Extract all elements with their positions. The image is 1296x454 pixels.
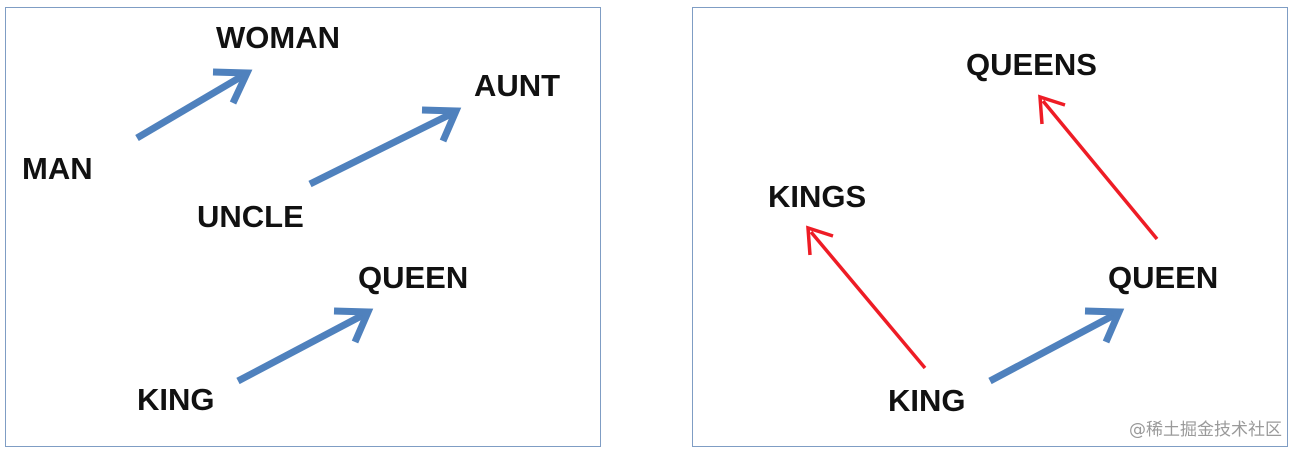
word-queen-left: QUEEN bbox=[358, 260, 469, 295]
word-queen-right: QUEEN bbox=[1108, 260, 1219, 295]
word-king-right: KING bbox=[888, 383, 966, 418]
word-queens: QUEENS bbox=[966, 47, 1097, 82]
word-woman: WOMAN bbox=[216, 20, 340, 55]
word-kings: KINGS bbox=[768, 179, 867, 214]
arrow-uncle-to-aunt bbox=[308, 106, 462, 188]
arrow-king-to-queen-right bbox=[988, 307, 1125, 385]
word-king-left: KING bbox=[137, 382, 215, 417]
arrow-queen-to-queens bbox=[1038, 94, 1159, 241]
word-aunt: AUNT bbox=[474, 68, 561, 103]
word-uncle: UNCLE bbox=[197, 199, 304, 234]
left-diagram-panel bbox=[5, 7, 601, 447]
watermark-text: @稀土掘金技术社区 bbox=[1129, 420, 1282, 440]
arrow-king-to-kings bbox=[806, 225, 927, 370]
arrow-king-to-queen-left bbox=[236, 307, 374, 385]
right-diagram-panel bbox=[692, 7, 1288, 447]
arrow-man-to-woman bbox=[135, 68, 253, 142]
word-man: MAN bbox=[22, 151, 93, 186]
